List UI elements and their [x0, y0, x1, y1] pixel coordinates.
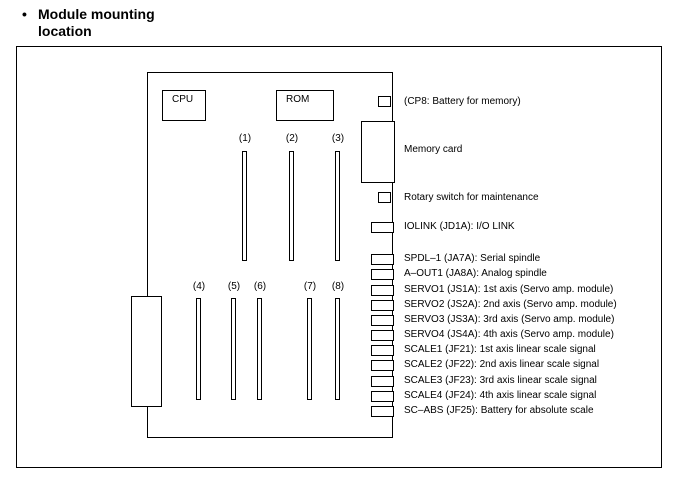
slot-label-2: (2) [285, 133, 299, 144]
slot-1 [242, 151, 247, 261]
connector-label-servo2: SERVO2 (JS2A): 2nd axis (Servo amp. modu… [404, 299, 617, 310]
slot-label-7: (7) [303, 281, 317, 292]
rom-label: ROM [286, 94, 310, 105]
rotary-switch [378, 192, 391, 203]
slot-label-3: (3) [331, 133, 345, 144]
connector-servo4 [371, 330, 394, 341]
slot-6 [257, 298, 262, 400]
connector-scale3 [371, 376, 394, 387]
slot-4 [196, 298, 201, 400]
connector-label-spdl1: SPDL–1 (JA7A): Serial spindle [404, 253, 541, 264]
iolink-connector [371, 222, 394, 233]
connector-label-servo3: SERVO3 (JS3A): 3rd axis (Servo amp. modu… [404, 314, 615, 325]
diagram-frame [16, 46, 662, 468]
connector-servo1 [371, 285, 394, 296]
connector-label-scabs: SC–ABS (JF25): Battery for absolute scal… [404, 405, 594, 416]
slot-2 [289, 151, 294, 261]
slot-3 [335, 151, 340, 261]
connector-aout1 [371, 269, 394, 280]
connector-scale2 [371, 360, 394, 371]
slot-label-5: (5) [227, 281, 241, 292]
connector-label-scale2: SCALE2 (JF22): 2nd axis linear scale sig… [404, 359, 600, 370]
cp8-battery-connector [378, 96, 391, 107]
iolink-label: IOLINK (JD1A): I/O LINK [404, 221, 515, 232]
cpu-chip: CPU [162, 90, 206, 121]
slot-7 [307, 298, 312, 400]
slot-label-8: (8) [331, 281, 345, 292]
connector-spdl1 [371, 254, 394, 265]
memory-card-label: Memory card [404, 144, 463, 155]
cpu-label: CPU [172, 94, 194, 105]
connector-servo2 [371, 300, 394, 311]
rom-chip: ROM [276, 90, 334, 121]
slot-label-4: (4) [192, 281, 206, 292]
connector-label-servo4: SERVO4 (JS4A): 4th axis (Servo amp. modu… [404, 329, 614, 340]
slot-5 [231, 298, 236, 400]
heading-title: Module mounting location [38, 6, 155, 39]
slot-label-1: (1) [238, 133, 252, 144]
bullet-icon: • [22, 6, 27, 22]
left-connector-block [131, 296, 162, 407]
connector-label-scale1: SCALE1 (JF21): 1st axis linear scale sig… [404, 344, 596, 355]
connector-scabs [371, 406, 394, 417]
memory-card-slot [361, 121, 395, 183]
connector-scale4 [371, 391, 394, 402]
connector-label-scale3: SCALE3 (JF23): 3rd axis linear scale sig… [404, 375, 597, 386]
slot-label-6: (6) [253, 281, 267, 292]
connector-scale1 [371, 345, 394, 356]
connector-label-scale4: SCALE4 (JF24): 4th axis linear scale sig… [404, 390, 597, 401]
cp8-label: (CP8: Battery for memory) [404, 96, 521, 107]
connector-servo3 [371, 315, 394, 326]
slot-8 [335, 298, 340, 400]
connector-label-aout1: A–OUT1 (JA8A): Analog spindle [404, 268, 547, 279]
rotary-switch-label: Rotary switch for maintenance [404, 192, 539, 203]
connector-label-servo1: SERVO1 (JS1A): 1st axis (Servo amp. modu… [404, 284, 614, 295]
main-board [147, 72, 393, 438]
